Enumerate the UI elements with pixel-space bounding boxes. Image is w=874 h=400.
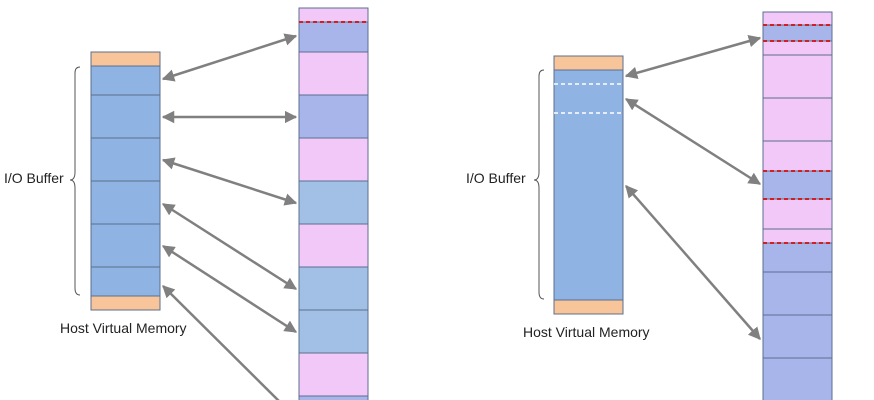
io-buffer-brace — [69, 66, 81, 296]
buffer-block — [553, 69, 624, 301]
mapping-arrows — [161, 33, 298, 400]
physical-memory-column — [762, 11, 833, 400]
page-boundary-lines — [763, 24, 832, 244]
io-buffer-brace — [533, 69, 545, 300]
physical-page — [762, 54, 833, 99]
physical-page — [762, 357, 833, 400]
physical-page — [298, 51, 369, 96]
left-diagram — [69, 7, 369, 400]
physical-page — [762, 97, 833, 142]
physical-page — [762, 228, 833, 244]
host-virtual-memory-label: Host Virtual Memory — [523, 324, 650, 340]
physical-page — [762, 198, 833, 230]
physical-page — [298, 352, 369, 397]
physical-page — [298, 94, 369, 139]
buffer-block — [90, 180, 161, 225]
physical-page — [298, 137, 369, 182]
physical-page — [762, 11, 833, 26]
physical-page — [298, 309, 369, 354]
physical-page — [762, 242, 833, 273]
physical-page — [762, 314, 833, 359]
buffer-block — [90, 223, 161, 268]
buffer-edge-top — [553, 55, 624, 71]
mapping-arrow — [162, 285, 280, 400]
right-diagram — [533, 11, 833, 400]
io-buffer-label: I/O Buffer — [466, 170, 526, 186]
physical-page — [298, 21, 369, 53]
physical-page — [762, 24, 833, 42]
buffer-edge-bottom — [90, 295, 161, 311]
io-buffer-label: I/O Buffer — [4, 170, 64, 186]
physical-page — [762, 271, 833, 316]
host-virtual-memory-column — [90, 51, 161, 311]
buffer-edge-top — [90, 51, 161, 67]
physical-page — [298, 7, 369, 23]
mapping-arrow — [624, 35, 762, 79]
physical-page — [762, 140, 833, 172]
mapping-arrows — [624, 35, 762, 340]
mapping-arrow — [161, 157, 298, 206]
host-virtual-memory-column — [553, 55, 624, 315]
mapping-arrow — [161, 33, 298, 82]
physical-page — [298, 223, 369, 268]
physical-memory-column — [298, 7, 369, 400]
buffer-block — [90, 94, 161, 139]
buffer-edge-bottom — [553, 299, 624, 315]
physical-page — [298, 395, 369, 400]
physical-page — [762, 170, 833, 200]
mapping-arrow — [161, 202, 298, 291]
buffer-block — [90, 137, 161, 182]
physical-page — [298, 266, 369, 311]
physical-page — [762, 40, 833, 56]
buffer-block — [90, 65, 161, 96]
host-virtual-memory-label: Host Virtual Memory — [60, 320, 187, 336]
physical-page — [298, 180, 369, 225]
buffer-block — [90, 266, 161, 297]
mapping-arrow — [624, 97, 762, 186]
mapping-arrow — [161, 244, 298, 334]
mapping-arrow — [625, 185, 761, 340]
